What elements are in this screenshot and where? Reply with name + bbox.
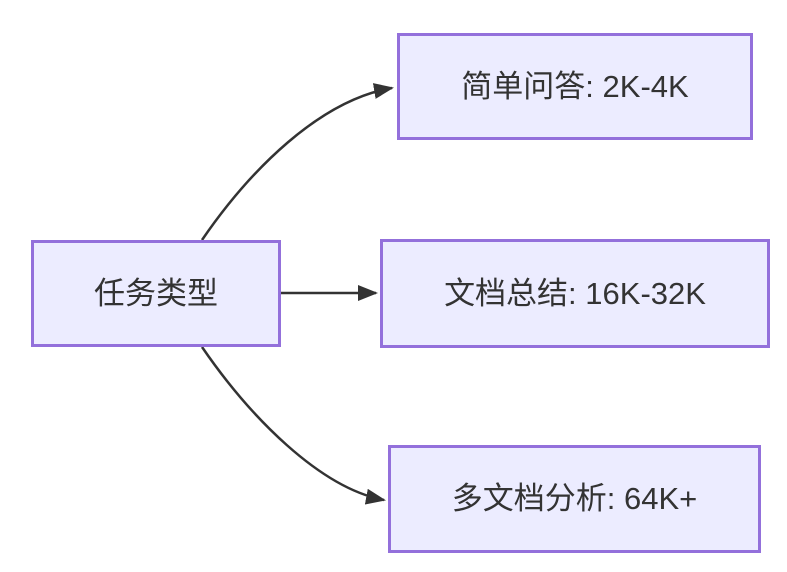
node-doc-summary: 文档总结: 16K-32K — [380, 239, 770, 348]
node-multi-doc-analysis-label: 多文档分析: 64K+ — [451, 481, 698, 517]
node-simple-qa: 简单问答: 2K-4K — [397, 33, 753, 140]
edge-root-to-simple-qa — [200, 83, 394, 241]
node-task-type-label: 任务类型 — [94, 275, 218, 311]
node-doc-summary-label: 文档总结: 16K-32K — [444, 275, 706, 311]
node-task-type: 任务类型 — [31, 240, 281, 347]
node-multi-doc-analysis: 多文档分析: 64K+ — [388, 445, 761, 553]
node-simple-qa-label: 简单问答: 2K-4K — [461, 68, 689, 104]
edge-root-to-multi-doc-analysis — [200, 346, 386, 505]
